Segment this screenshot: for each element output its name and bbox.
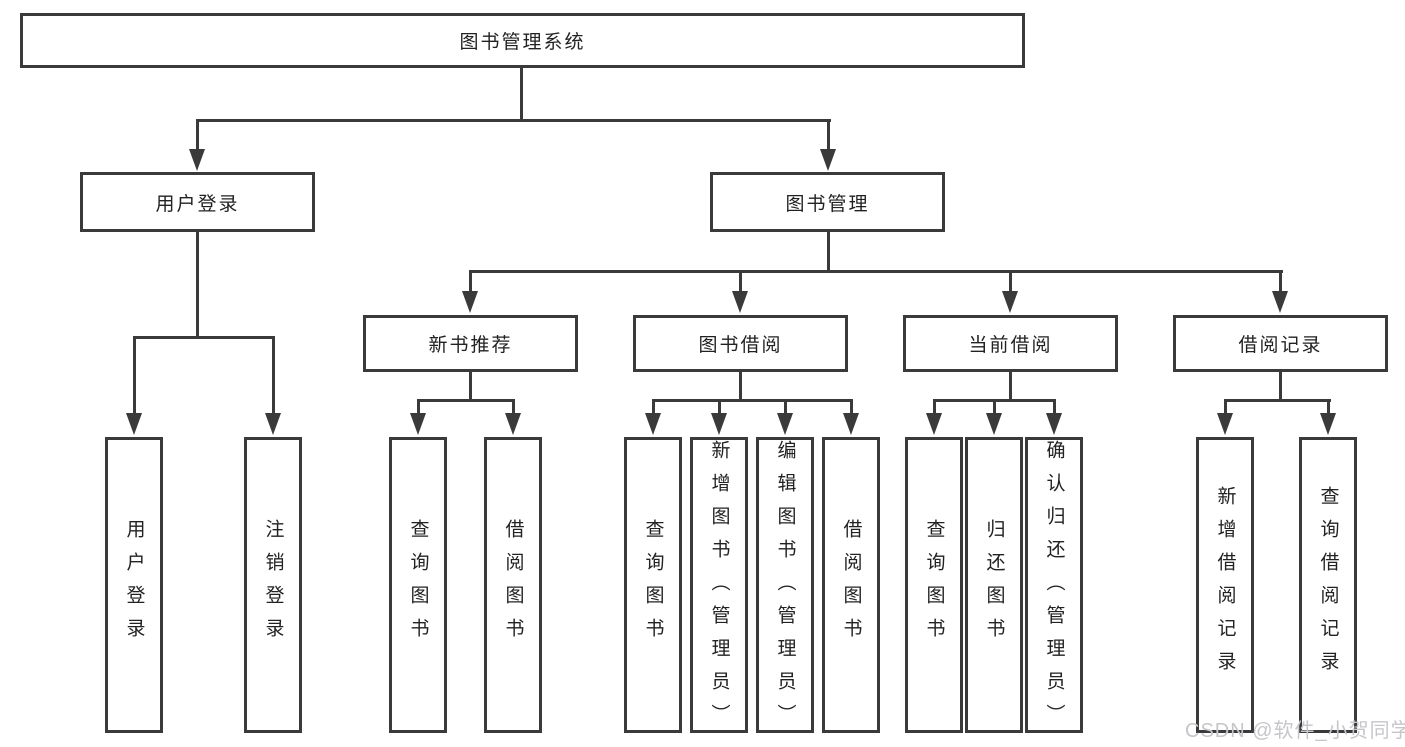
connector-leaf-line bbox=[512, 399, 515, 417]
connector-borrow-stem bbox=[739, 372, 742, 402]
leaf-borrow-borrow-label: 借阅图书 bbox=[840, 519, 862, 651]
connector-to-leaf-logout-line bbox=[272, 336, 275, 416]
leaf-newbook-query-label: 查询图书 bbox=[407, 519, 429, 651]
arrowhead-borrow bbox=[732, 291, 748, 313]
leaf-current-return: 归还图书 bbox=[965, 437, 1023, 733]
node-book-borrow: 图书借阅 bbox=[633, 315, 848, 372]
leaf-current-query-label: 查询图书 bbox=[923, 519, 945, 651]
node-book-mgmt: 图书管理 bbox=[710, 172, 945, 232]
connector-leaf-line bbox=[417, 399, 420, 417]
arrowhead-records bbox=[1272, 291, 1288, 313]
node-new-book-recommend: 新书推荐 bbox=[363, 315, 578, 372]
connector-leaf-line bbox=[784, 399, 787, 417]
connector-records-branch-line bbox=[1224, 399, 1331, 402]
leaf-newbook-borrow-label: 借阅图书 bbox=[502, 519, 524, 651]
leaf-borrow-add-admin: 新增图书（管理员） bbox=[690, 437, 748, 737]
node-borrow-records: 借阅记录 bbox=[1173, 315, 1388, 372]
arrowhead-book-mgmt bbox=[820, 149, 836, 171]
node-borrow-records-label: 借阅记录 bbox=[1238, 335, 1323, 356]
connector-book-mgmt-branch-line bbox=[469, 270, 1283, 273]
node-root: 图书管理系统 bbox=[20, 13, 1025, 68]
leaf-logout: 注销登录 bbox=[244, 437, 302, 733]
arrowhead-leaf-logout bbox=[265, 413, 281, 435]
arrowhead-leaf bbox=[645, 413, 661, 435]
leaf-current-return-label: 归还图书 bbox=[983, 519, 1005, 651]
connector-new-book-stem bbox=[469, 372, 472, 402]
leaf-records-add-label: 新增借阅记录 bbox=[1214, 486, 1236, 684]
connector-leaf-line bbox=[1327, 399, 1330, 417]
arrowhead-leaf bbox=[926, 413, 942, 435]
arrowhead-leaf bbox=[410, 413, 426, 435]
arrowhead-leaf bbox=[1046, 413, 1062, 435]
leaf-borrow-add-admin-label: 新增图书（管理员） bbox=[708, 440, 730, 737]
connector-leaf-line bbox=[1053, 399, 1056, 417]
node-user-login-label: 用户登录 bbox=[155, 193, 240, 215]
connector-root-stem bbox=[520, 68, 523, 120]
arrowhead-leaf bbox=[777, 413, 793, 435]
leaf-logout-label: 注销登录 bbox=[262, 519, 284, 651]
leaf-newbook-query: 查询图书 bbox=[389, 437, 447, 733]
arrowhead-leaf bbox=[1217, 413, 1233, 435]
connector-new-book-branch-line bbox=[417, 399, 515, 402]
node-book-mgmt-label: 图书管理 bbox=[785, 193, 870, 215]
node-current-borrow-label: 当前借阅 bbox=[968, 335, 1053, 356]
arrowhead-leaf bbox=[1320, 413, 1336, 435]
arrowhead-current bbox=[1002, 291, 1018, 313]
node-root-label: 图书管理系统 bbox=[459, 32, 586, 53]
leaf-borrow-edit-admin: 编辑图书（管理员） bbox=[756, 437, 814, 737]
connector-to-new-book-line bbox=[469, 270, 472, 295]
arrowhead-leaf-login bbox=[126, 413, 142, 435]
arrowhead-leaf bbox=[711, 413, 727, 435]
leaf-records-add: 新增借阅记录 bbox=[1196, 437, 1254, 733]
arrowhead-leaf bbox=[986, 413, 1002, 435]
leaf-current-query: 查询图书 bbox=[905, 437, 963, 733]
connector-user-login-stem bbox=[196, 232, 199, 338]
arrowhead-new-book bbox=[462, 291, 478, 313]
leaf-records-query-label: 查询借阅记录 bbox=[1317, 486, 1339, 684]
connector-to-user-login-line bbox=[196, 119, 199, 152]
arrowhead-leaf bbox=[505, 413, 521, 435]
arrowhead-leaf bbox=[843, 413, 859, 435]
csdn-watermark: CSDN @软件_小贺同学 bbox=[1185, 720, 1405, 742]
node-book-borrow-label: 图书借阅 bbox=[698, 335, 783, 356]
leaf-newbook-borrow: 借阅图书 bbox=[484, 437, 542, 733]
connector-current-stem bbox=[1009, 372, 1012, 402]
leaf-user-login: 用户登录 bbox=[105, 437, 163, 733]
leaf-borrow-borrow: 借阅图书 bbox=[822, 437, 880, 733]
connector-to-current-line bbox=[1009, 270, 1012, 295]
connector-to-book-mgmt-line bbox=[827, 119, 830, 152]
node-new-book-recommend-label: 新书推荐 bbox=[428, 335, 513, 356]
connector-leaf-line bbox=[850, 399, 853, 417]
node-current-borrow: 当前借阅 bbox=[903, 315, 1118, 372]
leaf-current-confirm-admin: 确认归还（管理员） bbox=[1025, 437, 1083, 737]
arrowhead-user-login bbox=[189, 149, 205, 171]
leaf-borrow-query-label: 查询图书 bbox=[642, 519, 664, 651]
leaf-borrow-query: 查询图书 bbox=[624, 437, 682, 733]
connector-records-stem bbox=[1279, 372, 1282, 402]
node-user-login: 用户登录 bbox=[80, 172, 315, 232]
leaf-borrow-edit-admin-label: 编辑图书（管理员） bbox=[774, 440, 796, 737]
connector-leaf-line bbox=[652, 399, 655, 417]
connector-leaf-line bbox=[718, 399, 721, 417]
connector-book-mgmt-stem bbox=[827, 232, 830, 272]
connector-leaf-line bbox=[993, 399, 996, 417]
leaf-records-query: 查询借阅记录 bbox=[1299, 437, 1357, 733]
connector-leaf-line bbox=[1224, 399, 1227, 417]
connector-leaf-line bbox=[933, 399, 936, 417]
connector-root-branch-line bbox=[196, 119, 831, 122]
connector-borrow-branch-line bbox=[652, 399, 853, 402]
leaf-user-login-label: 用户登录 bbox=[123, 519, 145, 651]
connector-to-borrow-line bbox=[739, 270, 742, 295]
connector-user-login-branch-line bbox=[133, 336, 275, 339]
leaf-current-confirm-admin-label: 确认归还（管理员） bbox=[1043, 440, 1065, 737]
connector-to-records-line bbox=[1279, 270, 1282, 295]
connector-to-leaf-login-line bbox=[133, 336, 136, 416]
